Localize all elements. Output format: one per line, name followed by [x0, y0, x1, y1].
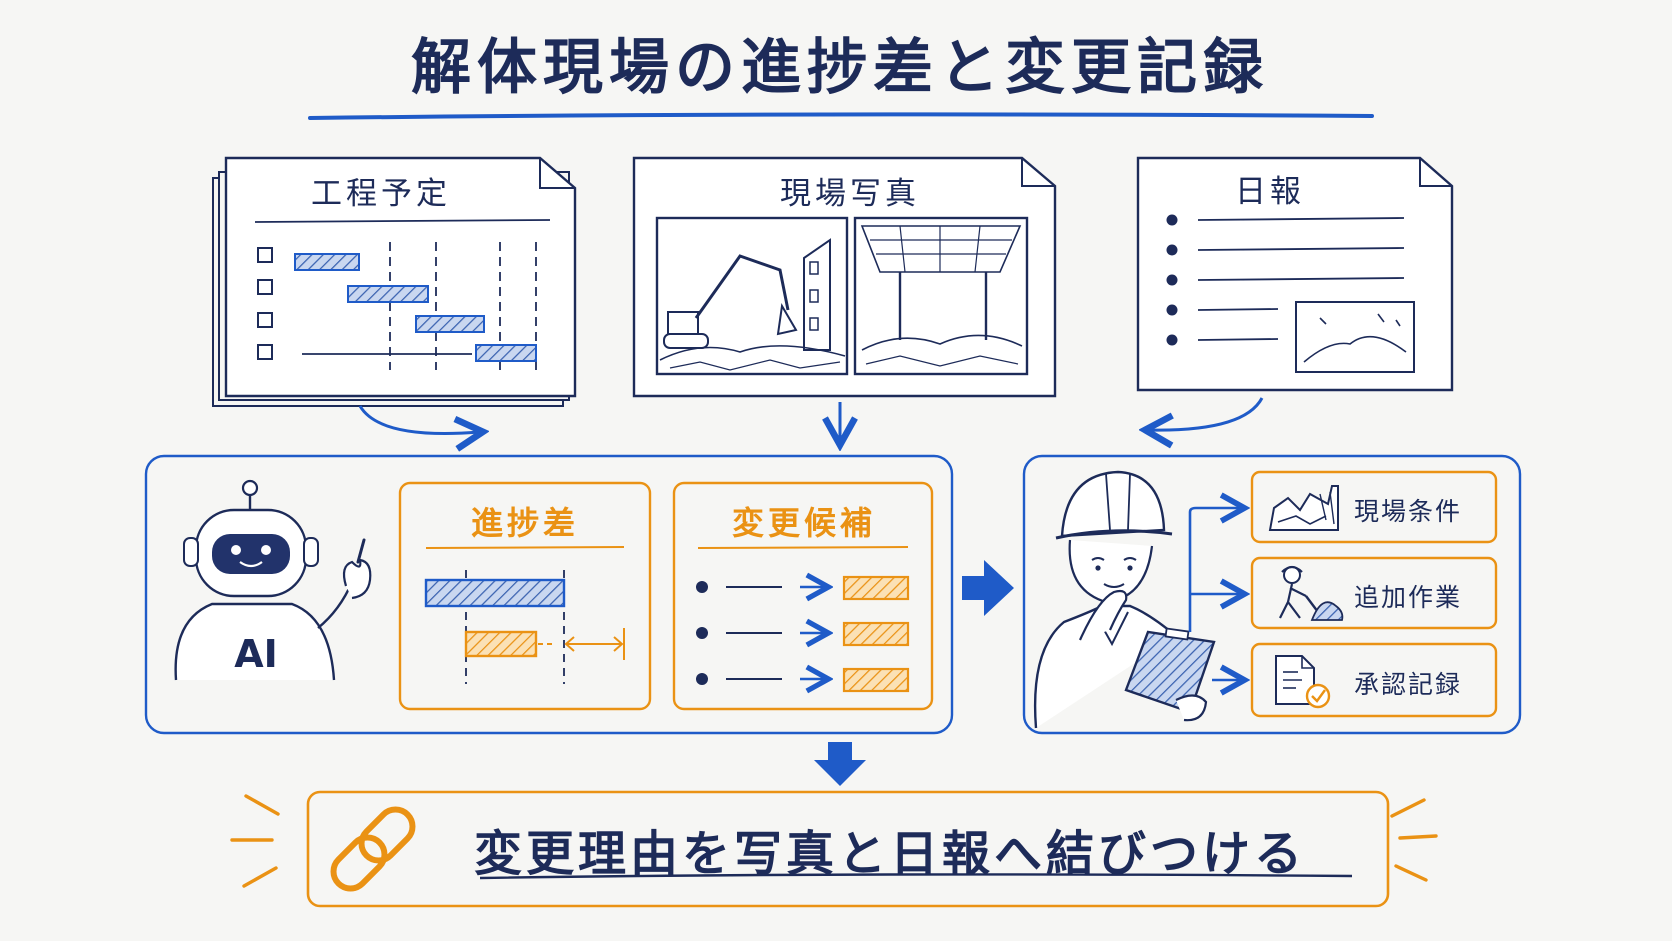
gantt-chart-icon [257, 242, 537, 370]
ai-panel [144, 454, 954, 735]
spark-lines-left [230, 794, 280, 888]
change-candidates-box [672, 481, 934, 711]
approved-document-icon [1275, 655, 1331, 709]
review-panel [1022, 454, 1522, 735]
schedule-title: 工程予定 [311, 176, 451, 212]
robot-label: AI [234, 632, 278, 676]
worker-digging-icon [1279, 565, 1344, 621]
change-candidates-title: 変更候補 [731, 504, 876, 542]
page-title: 解体現場の進捗差と変更記録 [411, 33, 1269, 103]
banner-text: 変更理由を写真と日報へ結びつける [474, 826, 1307, 882]
conclusion-banner [306, 790, 1390, 908]
arrow-report-to-review [1148, 397, 1264, 430]
demolition-photo-icon [655, 216, 1029, 376]
robot-icon [174, 479, 372, 681]
progress-gap-box [398, 481, 652, 711]
branch-arrows [1188, 508, 1242, 680]
arrow-schedule-to-ai [358, 405, 480, 434]
site-rubble-icon [1268, 485, 1339, 531]
photos-title: 現場写真 [780, 176, 920, 212]
title-underline [308, 112, 1374, 120]
card-label-additional-work: 追加作業 [1354, 583, 1463, 612]
card-label-approval-record: 承認記録 [1354, 670, 1463, 699]
banner-underline [479, 873, 1353, 880]
change-list-icon [696, 577, 910, 691]
schedule-document [212, 156, 577, 407]
chain-link-icon [330, 806, 416, 892]
arrow-ai-to-review [962, 560, 1014, 616]
progress-gap-icon [424, 570, 625, 684]
report-list-icon [1166, 214, 1415, 373]
daily-report-document [1136, 156, 1454, 392]
photos-document [632, 156, 1057, 398]
progress-gap-title: 進捗差 [470, 504, 579, 542]
spark-lines-right [1390, 798, 1438, 882]
arrow-ai-to-banner [814, 742, 866, 786]
worker-icon [1033, 470, 1216, 729]
card-additional-work [1250, 556, 1498, 630]
card-approval-record [1250, 642, 1498, 718]
card-label-site-conditions: 現場条件 [1354, 497, 1463, 526]
daily-report-title: 日報 [1235, 174, 1305, 210]
card-site-conditions [1250, 470, 1498, 544]
